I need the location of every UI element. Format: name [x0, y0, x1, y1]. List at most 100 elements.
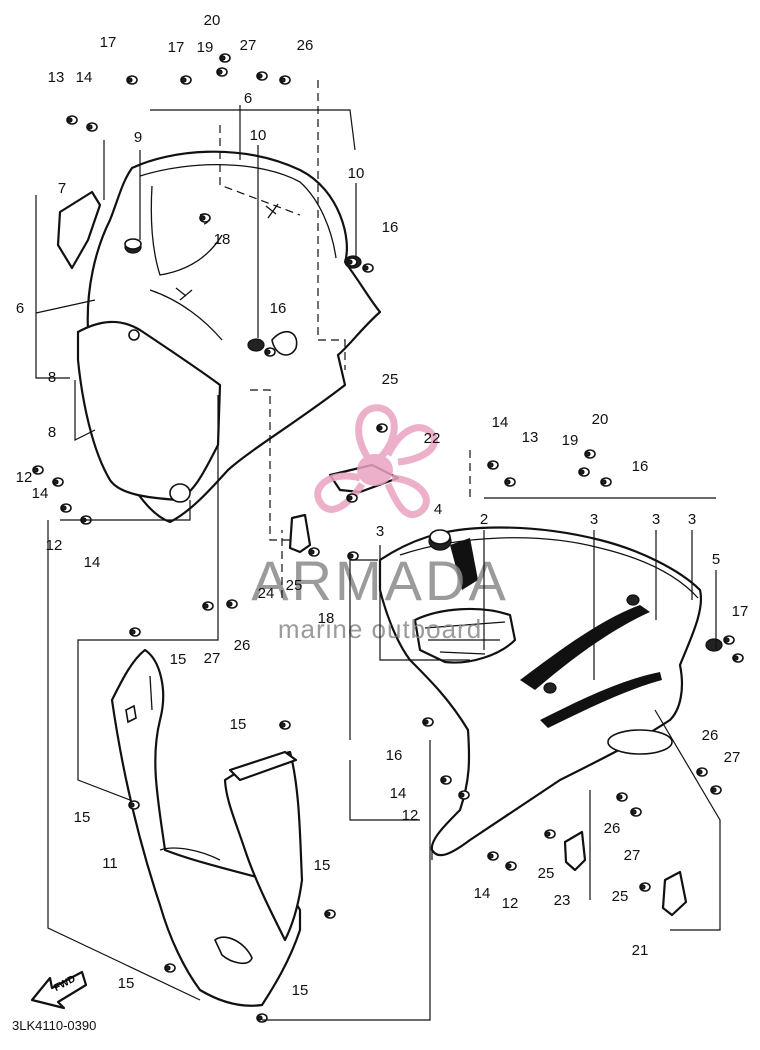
callout-3: 3 — [376, 523, 384, 540]
grommet-icon — [169, 483, 191, 503]
leader-line — [47, 520, 201, 1001]
fastener-icon — [376, 423, 388, 433]
grommet-icon — [247, 338, 265, 352]
callout-15: 15 — [118, 975, 135, 992]
callout-14: 14 — [32, 485, 49, 502]
fastener-icon — [732, 653, 744, 663]
callout-12: 12 — [502, 895, 519, 912]
callout-17: 17 — [100, 34, 117, 51]
callout-27: 27 — [724, 749, 741, 766]
callout-9: 9 — [134, 129, 142, 146]
callout-4: 4 — [434, 501, 442, 518]
fastener-icon — [279, 720, 291, 730]
fastener-icon — [584, 449, 596, 459]
fastener-icon — [126, 75, 138, 85]
callout-15: 15 — [314, 857, 331, 874]
callout-7: 7 — [58, 180, 66, 197]
callout-16: 16 — [270, 300, 287, 317]
callout-21: 21 — [632, 942, 649, 959]
leader-line — [150, 109, 356, 151]
fastener-icon — [129, 627, 141, 637]
fastener-icon — [202, 601, 214, 611]
leader-line — [219, 125, 301, 216]
fastener-icon — [60, 503, 72, 513]
callout-12: 12 — [402, 807, 419, 824]
callout-17: 17 — [168, 39, 185, 56]
callout-22: 22 — [424, 430, 441, 447]
stripe-decal — [520, 605, 650, 690]
fastener-icon — [279, 75, 291, 85]
fastener-icon — [544, 829, 556, 839]
callout-15: 15 — [74, 809, 91, 826]
fastener-icon — [216, 67, 228, 77]
callout-6: 6 — [16, 300, 24, 317]
leader-line — [77, 395, 219, 801]
callout-25: 25 — [286, 577, 303, 594]
fastener-icon — [639, 882, 651, 892]
fastener-icon — [578, 467, 590, 477]
callout-20: 20 — [204, 12, 221, 29]
callout-3: 3 — [652, 511, 660, 528]
grille-4 — [413, 607, 517, 664]
callout-23: 23 — [554, 892, 571, 909]
fastener-icon — [180, 75, 192, 85]
bracket-24 — [288, 513, 312, 554]
callout-12: 12 — [46, 537, 63, 554]
leader-line — [379, 545, 470, 661]
callout-19: 19 — [197, 39, 214, 56]
fastener-icon — [308, 547, 320, 557]
fastener-icon — [226, 599, 238, 609]
diagram-code: 3LK4110-0390 — [12, 1018, 96, 1033]
mount-hole — [607, 729, 673, 755]
fastener-icon — [346, 493, 358, 503]
callout-13: 13 — [522, 429, 539, 446]
callout-25: 25 — [612, 888, 629, 905]
callout-15: 15 — [170, 651, 187, 668]
callout-25: 25 — [382, 371, 399, 388]
upper-fairing-assembly — [56, 150, 382, 524]
fasteners — [32, 53, 744, 1023]
fastener-icon — [600, 477, 612, 487]
leader-lines — [35, 80, 721, 1021]
callout-19: 19 — [562, 432, 579, 449]
fastener-icon — [219, 53, 231, 63]
fastener-icon — [505, 861, 517, 871]
callout-13: 13 — [48, 69, 65, 86]
fastener-icon — [347, 551, 359, 561]
callout-26: 26 — [234, 637, 251, 654]
fastener-icon — [458, 790, 470, 800]
callout-16: 16 — [382, 219, 399, 236]
fastener-icon — [32, 465, 44, 475]
bracket-23 — [563, 830, 587, 872]
callout-25: 25 — [538, 865, 555, 882]
fastener-icon — [504, 477, 516, 487]
callout-14: 14 — [76, 69, 93, 86]
fastener-icon — [346, 257, 358, 267]
callout-16: 16 — [632, 458, 649, 475]
fastener-icon — [723, 635, 735, 645]
callout-8: 8 — [48, 424, 56, 441]
callout-16: 16 — [386, 747, 403, 764]
callout-26: 26 — [297, 37, 314, 54]
fastener-icon — [487, 460, 499, 470]
callout-14: 14 — [474, 885, 491, 902]
fastener-icon — [696, 767, 708, 777]
fastener-icon — [256, 71, 268, 81]
fastener-icon — [487, 851, 499, 861]
callout-14: 14 — [390, 785, 407, 802]
callout-18: 18 — [214, 231, 231, 248]
callout-14: 14 — [84, 554, 101, 571]
callout-12: 12 — [16, 469, 33, 486]
callout-10: 10 — [250, 127, 267, 144]
callout-18: 18 — [318, 610, 335, 627]
fastener-icon — [86, 122, 98, 132]
callout-10: 10 — [348, 165, 365, 182]
callout-2: 2 — [480, 511, 488, 528]
fastener-icon — [362, 263, 374, 273]
lower-fairing-assembly — [378, 526, 723, 857]
callout-27: 27 — [240, 37, 257, 54]
callout-26: 26 — [702, 727, 719, 744]
